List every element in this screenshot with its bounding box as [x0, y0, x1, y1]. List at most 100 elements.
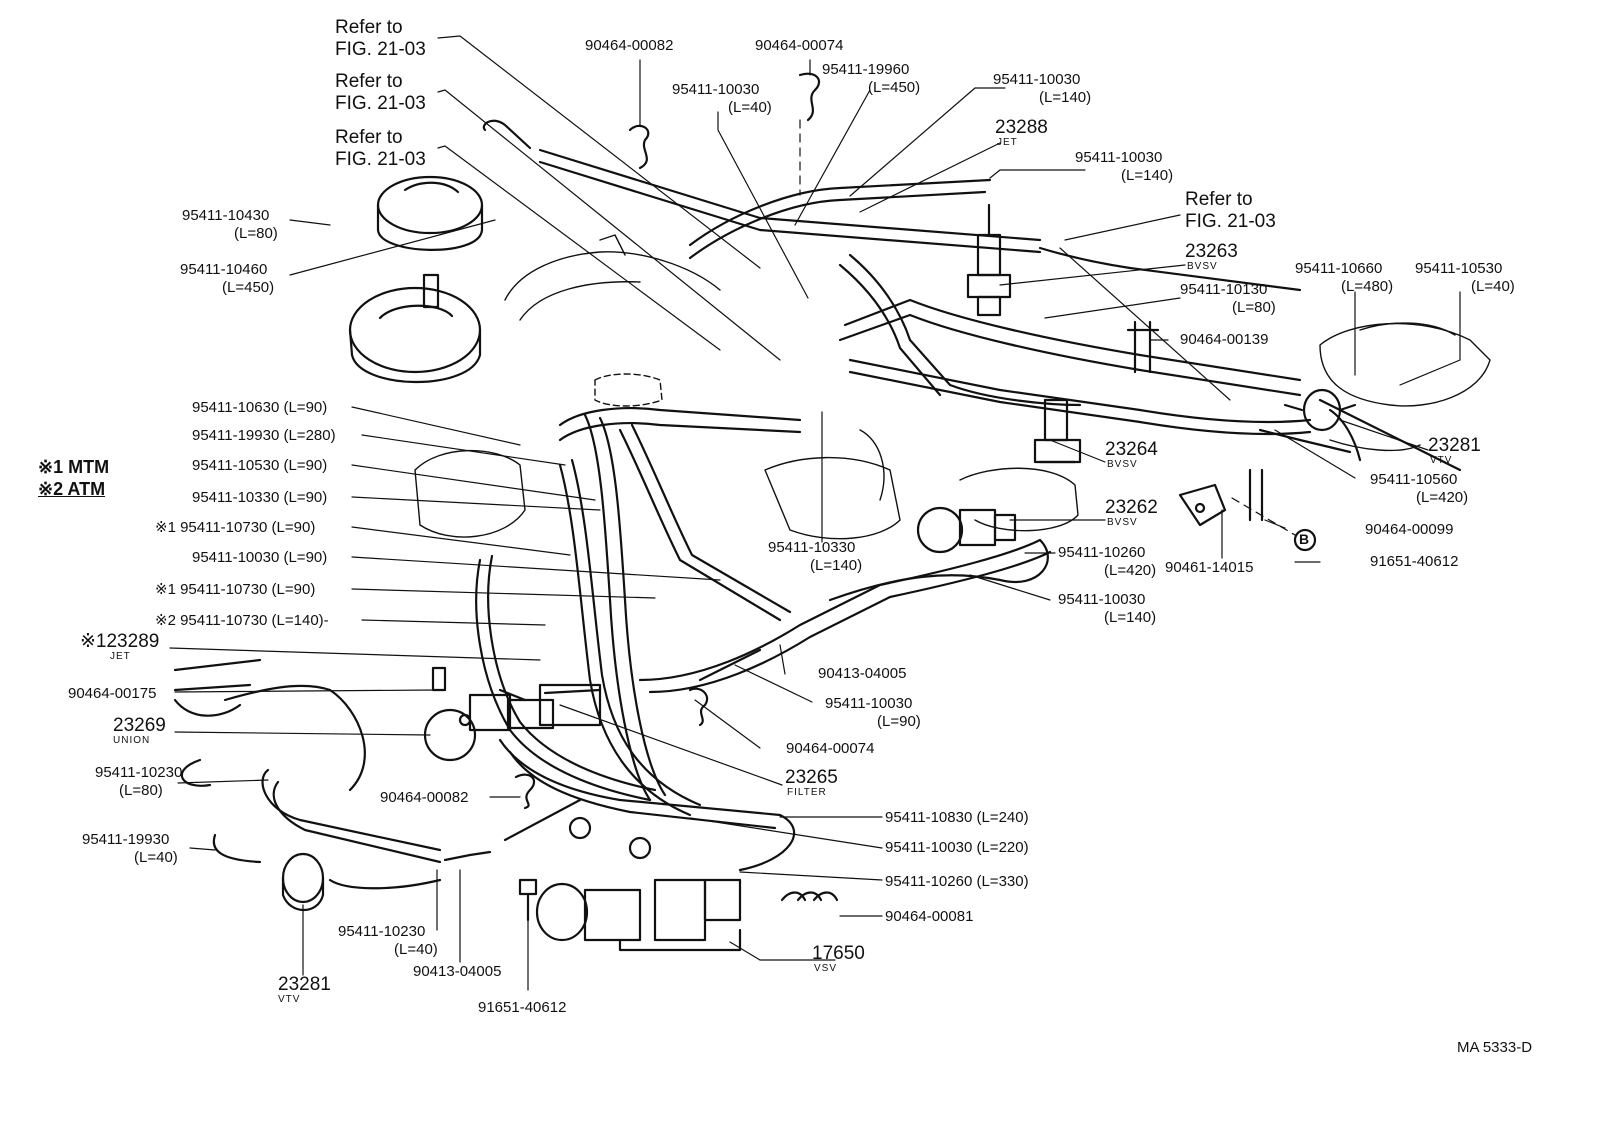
- label-p-95411-10030-l220: 95411-10030 (L=220): [885, 839, 1029, 856]
- length-p-95411-10030-l40: (L=40): [728, 99, 772, 116]
- sublabel-p-23264: BVSV: [1107, 459, 1138, 470]
- bracket-shape: [1178, 483, 1227, 527]
- label-p-95411-10530-l40: 95411-10530: [1415, 260, 1503, 277]
- label-p-95411-10260-l420: 95411-10260: [1058, 544, 1146, 561]
- length-p-95411-10030-l140-a: (L=140): [1039, 89, 1092, 106]
- label-p-23264: 23264: [1105, 439, 1158, 460]
- sublabel-p-23281-left: VTV: [278, 994, 301, 1005]
- label-p-95411-10830: 95411-10830 (L=240): [885, 809, 1029, 826]
- sublabel-p-23265: FILTER: [787, 787, 827, 798]
- label-p-95411-10730-m2: ※2 95411-10730 (L=140)-: [155, 612, 329, 629]
- leader-lines: [169, 35, 1461, 991]
- sublabel-p-23281-right: VTV: [1430, 455, 1453, 466]
- label-p-95411-10260-l330: 95411-10260 (L=330): [885, 873, 1029, 890]
- sublabel-refer-4: FIG. 21-03: [1185, 211, 1276, 232]
- label-p-90413-04005-mid: 90413-04005: [818, 665, 907, 682]
- label-p-95411-19930-l280: 95411-19930 (L=280): [192, 427, 336, 444]
- label-p-90464-00099: 90464-00099: [1365, 521, 1454, 538]
- label-refer-1: Refer to: [335, 17, 403, 38]
- filter-23265-shape: [506, 683, 602, 730]
- label-p-23265: 23265: [785, 767, 838, 788]
- label-p-23263: 23263: [1185, 241, 1238, 262]
- label-p-95411-19930-l40: 95411-19930: [82, 831, 170, 848]
- label-p-95411-10030-l40: 95411-10030: [672, 81, 760, 98]
- length-p-95411-10560: (L=420): [1416, 489, 1469, 506]
- label-p-90464-00175: 90464-00175: [68, 685, 157, 702]
- label-p-23289: ※123289: [80, 631, 160, 652]
- sublabel-refer-2: FIG. 21-03: [335, 93, 426, 114]
- label-p-95411-10730-m1b: ※1 95411-10730 (L=90): [155, 581, 316, 598]
- label-refer-2: Refer to: [335, 71, 403, 92]
- label-p-23281-right: 23281: [1428, 435, 1481, 456]
- label-p-23262: 23262: [1105, 497, 1158, 518]
- label-refer-4: Refer to: [1185, 189, 1253, 210]
- callout-b-circle: [1293, 528, 1317, 552]
- length-p-95411-10130: (L=80): [1232, 299, 1276, 316]
- bvsv-23262-shape: [916, 506, 1017, 554]
- label-p-90464-00082-top: 90464-00082: [585, 37, 674, 54]
- vacuum-canisters: [348, 175, 484, 384]
- label-p-95411-10030-l90b: 95411-10030: [825, 695, 913, 712]
- label-p-95411-10330-l90: 95411-10330 (L=90): [192, 489, 328, 506]
- label-p-90464-00081: 90464-00081: [885, 908, 974, 925]
- length-p-95411-10230-l40: (L=40): [394, 941, 438, 958]
- sublabel-refer-1: FIG. 21-03: [335, 39, 426, 60]
- length-p-95411-10030-l140-b: (L=140): [1121, 167, 1174, 184]
- sublabel-p-23288: JET: [997, 137, 1018, 148]
- label-refer-3: Refer to: [335, 127, 403, 148]
- sublabel-p-17650: VSV: [814, 963, 838, 974]
- label-p-90464-00074-top: 90464-00074: [755, 37, 844, 54]
- label-p-95411-10030-l140-a: 95411-10030: [993, 71, 1081, 88]
- drawing-code: MA 5333-D: [1457, 1039, 1533, 1056]
- label-p-95411-10530-l90: 95411-10530 (L=90): [192, 457, 328, 474]
- length-p-95411-10460: (L=450): [222, 279, 275, 296]
- label-p-95411-10660: 95411-10660: [1295, 260, 1383, 277]
- label-p-95411-10230-l40: 95411-10230: [338, 923, 426, 940]
- engine-outline: [414, 234, 1491, 540]
- vtv-left-shape: [281, 852, 325, 911]
- label-p-95411-10730-m1a: ※1 95411-10730 (L=90): [155, 519, 316, 536]
- label-p-91651-40612-right: 91651-40612: [1370, 553, 1459, 570]
- length-p-95411-10030-l90b: (L=90): [877, 713, 921, 730]
- label-p-95411-10560: 95411-10560: [1370, 471, 1458, 488]
- clips: [431, 72, 1264, 902]
- length-p-95411-10660: (L=480): [1341, 278, 1394, 295]
- hose-lower-left: [173, 658, 582, 890]
- length-p-95411-10430: (L=80): [234, 225, 278, 242]
- bvsv-23263-shape: [966, 203, 1012, 317]
- label-p-95411-10430: 95411-10430: [182, 207, 270, 224]
- length-p-95411-10230-l80: (L=80): [119, 782, 163, 799]
- label-p-95411-10460: 95411-10460: [180, 261, 268, 278]
- label-p-23269: 23269: [113, 715, 166, 736]
- hose-pieces-right: [1258, 408, 1362, 462]
- length-p-95411-10530-l40: (L=40): [1471, 278, 1515, 295]
- label-p-95411-10130: 95411-10130: [1180, 281, 1268, 298]
- label-p-95411-10630: 95411-10630 (L=90): [192, 399, 328, 416]
- label-p-90464-00139: 90464-00139: [1180, 331, 1269, 348]
- label-p-17650: 17650: [812, 943, 865, 964]
- sublabel-p-23263: BVSV: [1187, 261, 1218, 272]
- label-p-95411-10330-l140: 95411-10330: [768, 539, 856, 556]
- label-p-90464-00082-mid: 90464-00082: [380, 789, 469, 806]
- bvsv-23264-shape: [1033, 398, 1082, 464]
- sublabel-p-23269: UNION: [113, 735, 151, 746]
- legend-mtm: ※1 MTM: [38, 457, 110, 477]
- label-p-95411-10030-l90: 95411-10030 (L=90): [192, 549, 328, 566]
- label-p-95411-10030-l140-c: 95411-10030: [1058, 591, 1146, 608]
- length-p-95411-10030-l140-c: (L=140): [1104, 609, 1157, 626]
- sublabel-p-23262: BVSV: [1107, 517, 1138, 528]
- label-p-95411-10030-l140-b: 95411-10030: [1075, 149, 1163, 166]
- length-p-95411-10330-l140: (L=140): [810, 557, 863, 574]
- length-p-95411-10260-l420: (L=420): [1104, 562, 1157, 579]
- length-p-95411-19960: (L=450): [868, 79, 921, 96]
- hose-harness-middle: [475, 407, 1052, 872]
- label-p-95411-19960: 95411-19960: [822, 61, 910, 78]
- sublabel-refer-3: FIG. 21-03: [335, 149, 426, 170]
- length-p-95411-19930-l40: (L=40): [134, 849, 178, 866]
- label-p-23281-left: 23281: [278, 974, 331, 995]
- vsv-17650-shape: [535, 816, 742, 952]
- sublabel-p-23289: JET: [110, 651, 131, 662]
- hose-bundle-top: [482, 119, 1462, 472]
- callout-b-letter: B: [1299, 531, 1310, 547]
